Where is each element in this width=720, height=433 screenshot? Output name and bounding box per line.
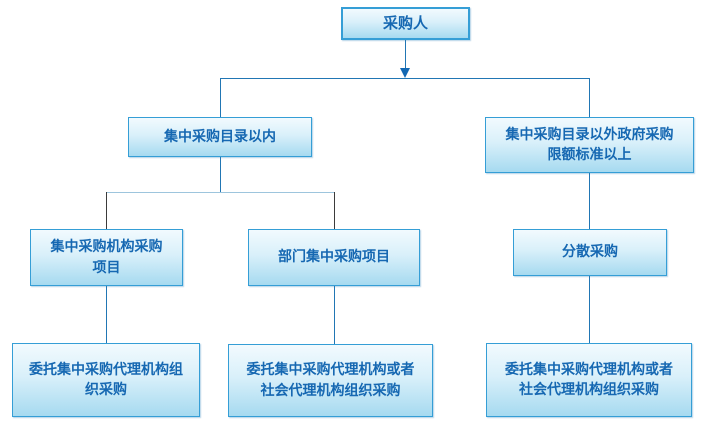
node-label-line2: 限额标准以上 — [547, 147, 632, 163]
node-central-agency-project: 集中采购机构采购 项目 — [30, 229, 183, 286]
node-label: 集中采购目录以内 — [164, 128, 276, 145]
connector-outside-to-decentral — [589, 173, 590, 229]
node-label-line1: 集中采购目录以外政府采购 — [505, 126, 674, 143]
node-label-line1: 集中采购机构采购 — [50, 239, 163, 256]
connector-to-central-agency-project — [106, 192, 107, 229]
node-label-line2: 社会代理机构组织采购 — [260, 382, 401, 399]
node-entrust-central-or-social-right: 委托集中采购代理机构或者 社会代理机构组织采购 — [486, 343, 692, 417]
node-label-line2: 社会代理机构组织采购 — [519, 382, 659, 398]
node-entrust-central-agency: 委托集中采购代理机构组 织采购 — [12, 343, 200, 417]
node-label-line1: 委托集中采购代理机构或者 — [246, 362, 415, 379]
node-entrust-central-or-social-left: 委托集中采购代理机构或者 社会代理机构组织采购 — [228, 344, 433, 417]
connector-decentral-to-entrust — [589, 276, 590, 343]
node-label: 部门集中采购项目 — [278, 249, 390, 266]
connector-dept-to-entrust — [334, 286, 335, 344]
node-purchaser: 采购人 — [341, 7, 470, 40]
connector-to-outside-catalog — [589, 78, 590, 117]
connector-agency-to-entrust — [106, 286, 107, 343]
node-label-line2: 项目 — [92, 259, 121, 276]
connector-to-within-catalog — [220, 78, 221, 117]
arrow-down-icon — [400, 68, 410, 78]
connector-to-dept-central-project — [334, 192, 335, 229]
node-dept-central-project: 部门集中采购项目 — [248, 229, 420, 286]
node-decentralized: 分散采购 — [513, 229, 667, 276]
connector-level2-horizontal — [220, 78, 590, 79]
connector-within-down — [220, 157, 221, 192]
node-within-catalog: 集中采购目录以内 — [128, 117, 312, 157]
connector-level3-horizontal — [106, 192, 335, 193]
node-label-line2: 织采购 — [85, 382, 127, 398]
node-label: 采购人 — [382, 13, 428, 32]
node-label: 分散采购 — [562, 244, 618, 261]
node-label-line1: 委托集中采购代理机构或者 — [505, 361, 673, 378]
node-outside-catalog: 集中采购目录以外政府采购 限额标准以上 — [485, 117, 694, 173]
connector-purchaser-down — [405, 40, 406, 68]
node-label-line1: 委托集中采购代理机构组 — [29, 361, 183, 378]
